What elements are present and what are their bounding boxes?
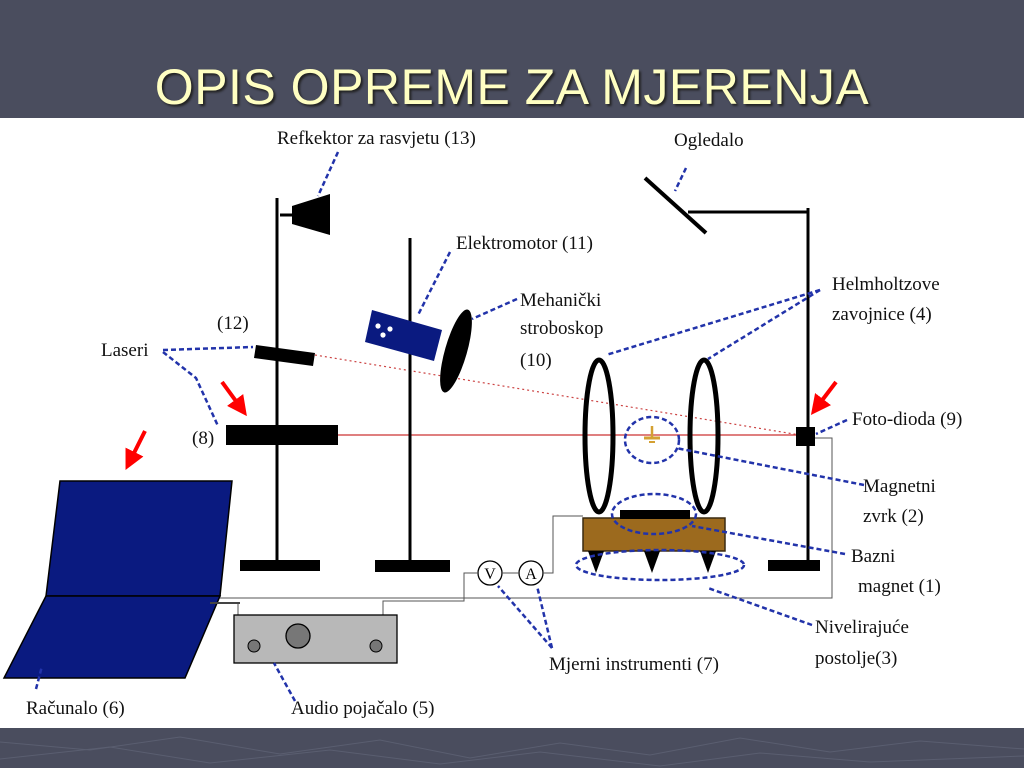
helmholtz-coil-left xyxy=(582,357,616,515)
label-stroboscope-3: (10) xyxy=(520,350,552,371)
label-mirror: Ogledalo xyxy=(674,130,744,151)
label-amplifier: Audio pojačalo (5) xyxy=(291,698,435,719)
label-base-magnet-2: magnet (1) xyxy=(858,576,941,597)
magnetic-top xyxy=(644,426,660,443)
label-magnetic-top-2: zvrk (2) xyxy=(863,506,924,527)
voltmeter: V xyxy=(477,560,503,586)
label-leveling-2: postolje(3) xyxy=(815,648,898,669)
equipment-diagram: V A xyxy=(2,151,865,702)
label-lasers: Laseri xyxy=(101,340,149,361)
label-leveling-1: Nivelirajuće xyxy=(815,617,909,638)
label-laser-12: (12) xyxy=(217,313,249,334)
red-arrows xyxy=(125,380,838,470)
photodiode xyxy=(796,427,815,446)
middle-stand xyxy=(375,238,450,572)
label-reflector: Refkektor za rasvjetu (13) xyxy=(277,128,476,149)
laptop xyxy=(2,480,240,679)
wiring xyxy=(214,437,833,615)
label-computer: Računalo (6) xyxy=(26,698,125,719)
leveling-highlight xyxy=(574,548,746,582)
slide-decoration xyxy=(0,736,1024,767)
label-magnetic-top-1: Magnetni xyxy=(863,476,936,497)
base-magnet-highlight xyxy=(610,492,698,536)
label-stroboscope-1: Mehanički xyxy=(520,290,602,311)
arrow-photodiode xyxy=(810,380,838,415)
label-stroboscope-2: stroboskop xyxy=(520,318,604,339)
top-highlight xyxy=(623,415,681,465)
mirror xyxy=(643,176,708,235)
label-helmholtz-2: zavojnice (4) xyxy=(832,304,932,325)
mechanical-stroboscope xyxy=(440,309,472,393)
reflector-lamp xyxy=(292,194,330,235)
slide-title: OPIS OPREME ZA MJERENJA xyxy=(154,59,870,115)
base-magnet-top-plate xyxy=(620,510,690,519)
label-base-magnet-1: Bazni xyxy=(851,546,896,567)
highlight-ellipses xyxy=(574,415,746,582)
label-instruments: Mjerni instrumenti (7) xyxy=(549,654,719,675)
leader-lines xyxy=(34,151,865,702)
laser-beam-12 xyxy=(314,354,801,436)
label-laser-8: (8) xyxy=(192,428,215,449)
electromotor xyxy=(365,310,442,361)
left-stand xyxy=(240,198,320,571)
arrow-laser-8 xyxy=(220,380,247,417)
ammeter: A xyxy=(518,560,544,586)
label-photodiode: Foto-dioda (9) xyxy=(852,409,963,430)
voltmeter-symbol: V xyxy=(484,566,496,583)
ammeter-symbol: A xyxy=(525,566,537,583)
arrow-laptop xyxy=(125,430,147,470)
label-electromotor: Elektromotor (11) xyxy=(456,233,594,254)
right-stand xyxy=(688,208,820,571)
laser-8 xyxy=(226,425,338,445)
label-helmholtz-1: Helmholtzove xyxy=(832,274,940,295)
helmholtz-coil-right xyxy=(687,357,721,515)
audio-amplifier xyxy=(233,614,398,664)
laser-12 xyxy=(254,345,315,366)
diagram-panel: V A xyxy=(0,118,1024,728)
